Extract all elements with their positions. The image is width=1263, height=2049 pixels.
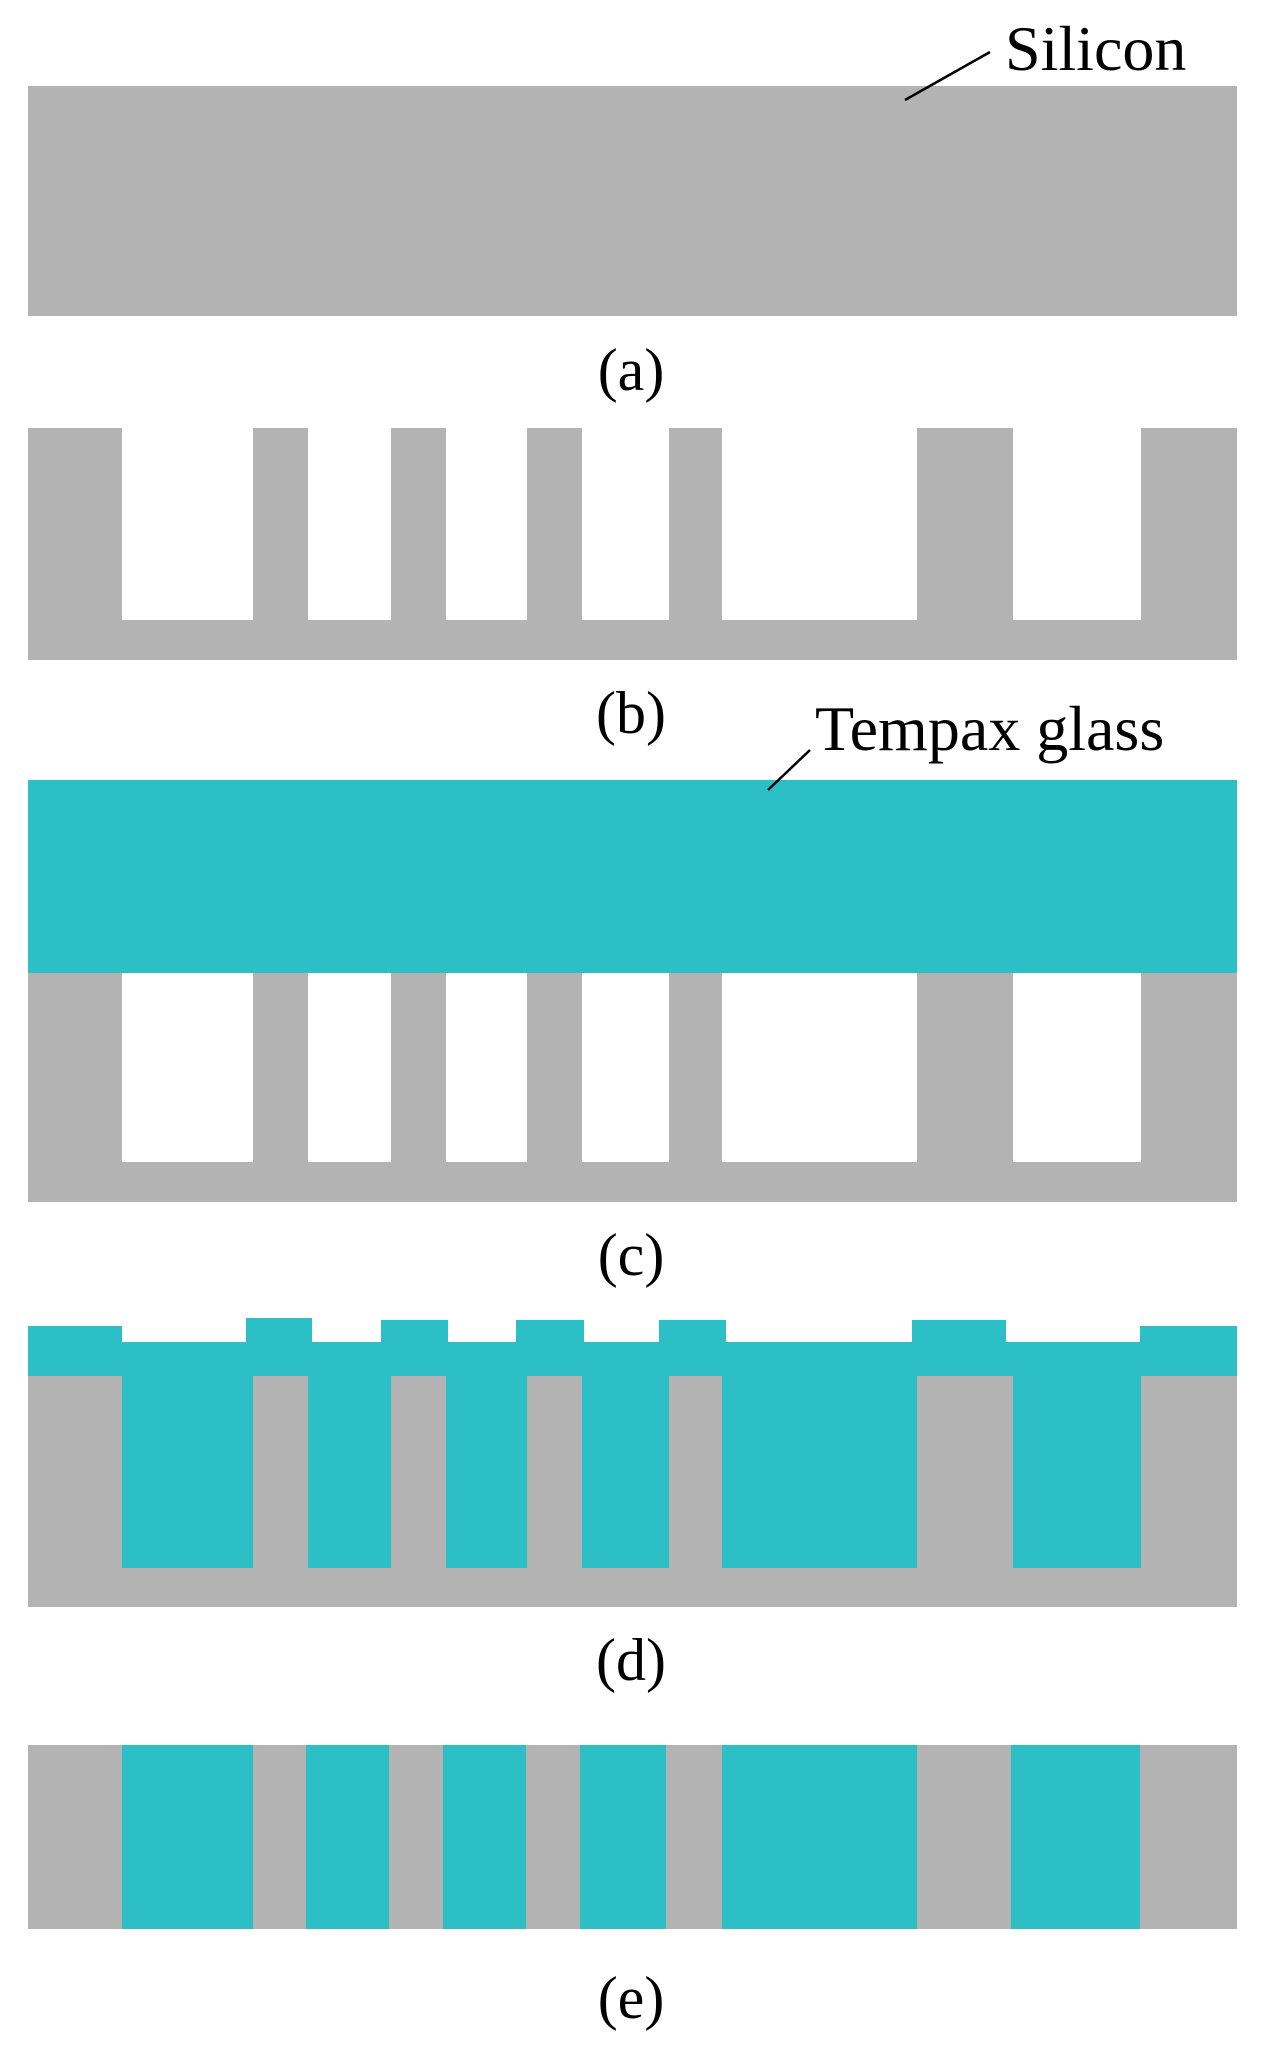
step-b-label: (b): [596, 680, 666, 746]
glass-insert-2: [306, 1745, 389, 1929]
step-a-label: (a): [598, 337, 665, 403]
glass-insert-4: [580, 1745, 666, 1929]
silicon-label: Silicon: [1005, 13, 1186, 84]
etched-silicon: [28, 428, 1237, 660]
step-b-diagram: (b): [28, 428, 1237, 746]
etched-silicon-reflowed: [28, 1376, 1237, 1607]
step-a-diagram: Silicon (a): [28, 13, 1237, 403]
glass-wafer: [28, 780, 1237, 973]
step-d-diagram: (d): [28, 1318, 1237, 1693]
glass-insert-3: [443, 1745, 526, 1929]
glass-label: Tempax glass: [815, 693, 1164, 764]
glass-insert-6: [1011, 1745, 1140, 1929]
reflowed-glass: [28, 1318, 1237, 1568]
glass-insert-5: [722, 1745, 917, 1929]
glass-insert-1: [122, 1745, 253, 1929]
etched-silicon-bonded: [28, 973, 1237, 1202]
step-d-label: (d): [596, 1627, 666, 1693]
step-e-diagram: (e): [28, 1745, 1237, 2031]
step-e-label: (e): [598, 1965, 665, 2031]
silicon-wafer: [28, 86, 1237, 316]
step-c-label: (c): [598, 1222, 665, 1288]
silicon-leader-line: [904, 50, 991, 102]
step-c-diagram: Tempax glass (c): [28, 693, 1237, 1288]
glass-leader-line: [767, 749, 811, 791]
